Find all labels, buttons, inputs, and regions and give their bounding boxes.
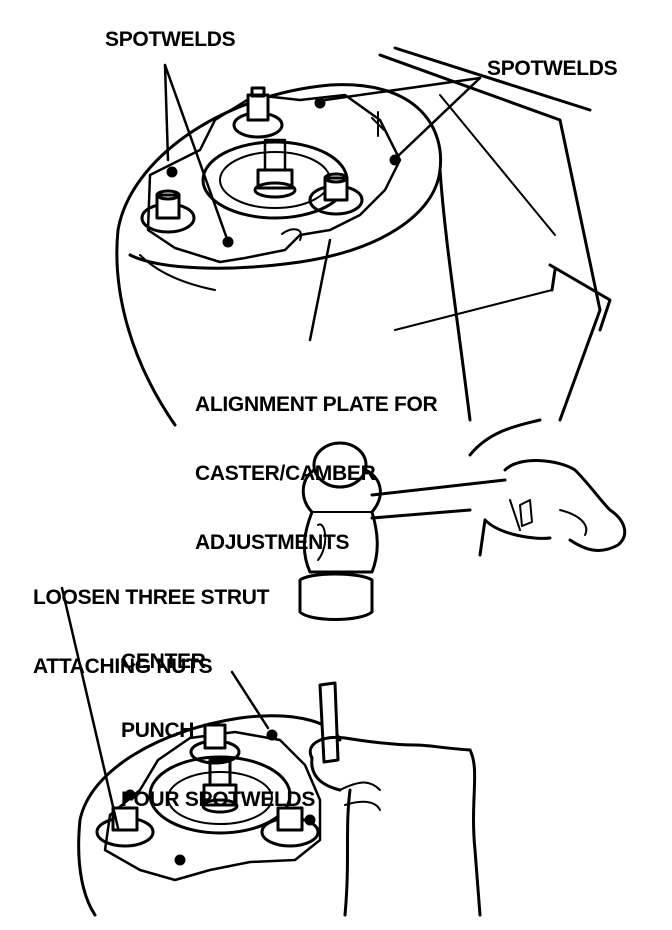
- loosen-nuts-label: LOOSEN THREE STRUT ATTACHING NUTS: [33, 540, 269, 701]
- center-punch-line: FOUR SPOTWELDS: [121, 788, 316, 811]
- loosen-nuts-line: LOOSEN THREE STRUT: [33, 586, 270, 609]
- spotwelds-left-label: SPOTWELDS: [105, 28, 236, 51]
- strut-nut-icon: [189, 723, 241, 765]
- hand-icon: [468, 418, 627, 557]
- alignment-plate-line: ALIGNMENT PLATE FOR: [195, 393, 438, 416]
- center-punch-label: CENTER PUNCH FOUR SPOTWELDS: [121, 604, 315, 834]
- strut-nut-icon: [232, 86, 284, 139]
- strut-nut-icon: [308, 172, 364, 216]
- spotwelds-right-label: SPOTWELDS: [487, 57, 618, 80]
- alignment-plate-line: CASTER/CAMBER: [195, 462, 376, 485]
- strut-nut-icon: [140, 189, 196, 234]
- strut-nut-icon: [95, 806, 155, 848]
- upper-strut-tower: [115, 46, 612, 427]
- center-punch-icon: [318, 681, 340, 764]
- hammer-icon: [298, 441, 507, 621]
- strut-nut-icon: [260, 806, 320, 848]
- alignment-plate-label: ALIGNMENT PLATE FOR CASTER/CAMBER ADJUST…: [195, 347, 438, 577]
- alignment-plate-line: ADJUSTMENTS: [195, 531, 350, 554]
- center-punch-line: PUNCH: [121, 719, 195, 742]
- center-punch-line: CENTER: [121, 650, 206, 673]
- loosen-nuts-line: ATTACHING NUTS: [33, 655, 213, 678]
- alignment-plate: [103, 730, 322, 882]
- hand-icon: [308, 735, 482, 917]
